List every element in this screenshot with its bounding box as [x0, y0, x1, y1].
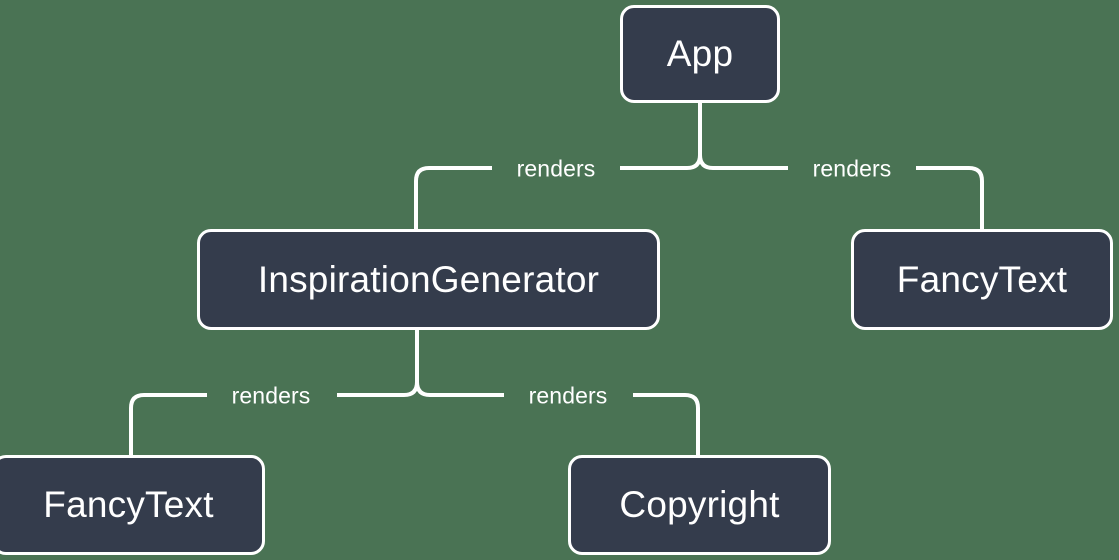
node-copyright[interactable]: Copyright: [568, 455, 831, 555]
edge-app-to-fancytext-right: [698, 103, 984, 229]
edge-label-inspiration-generator-to-copyright: renders: [528, 382, 608, 409]
edge-label-app-to-fancytext-right: renders: [812, 155, 892, 182]
node-fancytext-bottom[interactable]: FancyText: [0, 455, 265, 555]
node-inspiration-generator[interactable]: InspirationGenerator: [197, 229, 660, 330]
node-label-inspiration-generator: InspirationGenerator: [257, 258, 600, 300]
edge-label-app-to-inspiration-generator: renders: [516, 155, 596, 182]
node-label-copyright: Copyright: [619, 484, 780, 525]
edge-label-inspiration-generator-to-fancytext-bottom: renders: [231, 382, 311, 409]
node-label-fancytext-bottom: FancyText: [43, 484, 214, 525]
node-fancytext-right[interactable]: FancyText: [851, 229, 1113, 330]
edge-inspiration-generator-to-copyright: [415, 330, 700, 455]
node-label-app: App: [666, 33, 734, 74]
node-app[interactable]: App: [620, 5, 780, 103]
node-label-fancytext-right: FancyText: [896, 258, 1068, 300]
